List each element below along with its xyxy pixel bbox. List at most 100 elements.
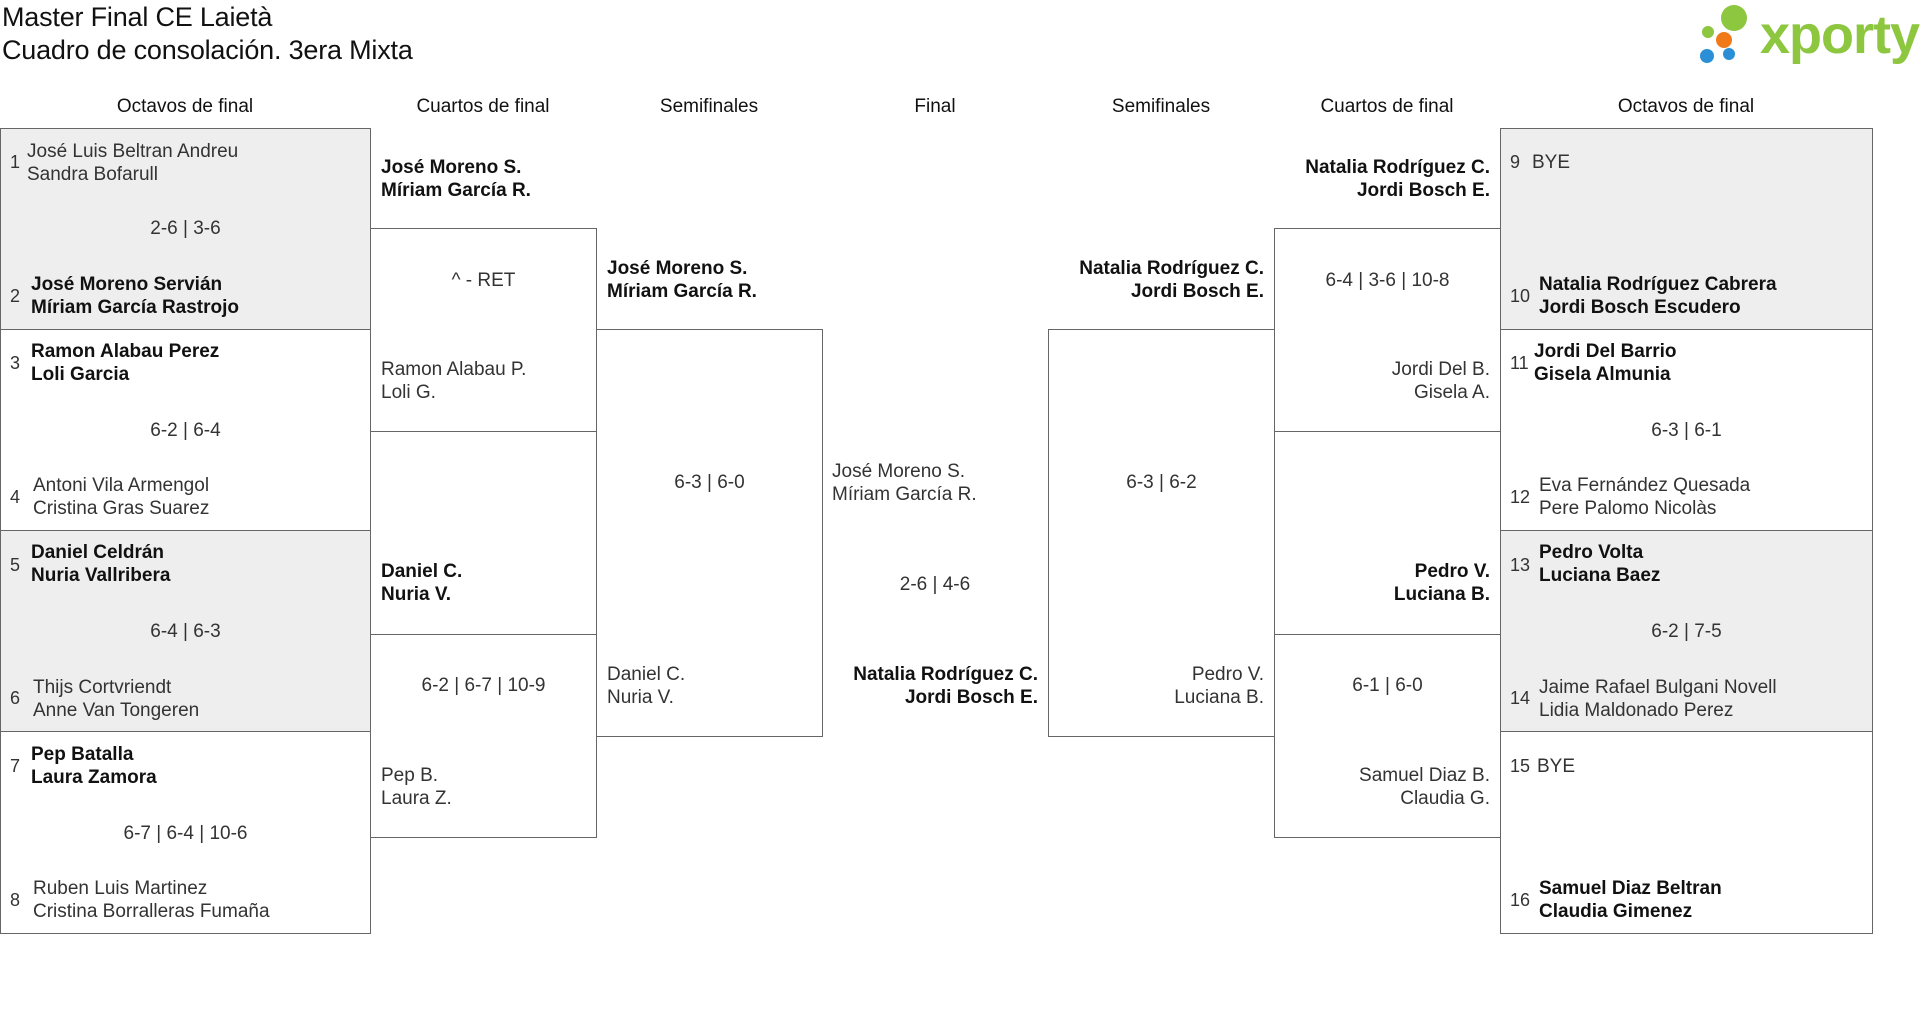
player-name: Luciana B.: [1174, 687, 1264, 708]
player-name: Cristina Gras Suarez: [33, 498, 210, 519]
team-entry[interactable]: Jordi Del B. Gisela A.: [1392, 358, 1490, 404]
header-left-qf: Cuartos de final: [416, 96, 550, 117]
team-entry[interactable]: José Moreno S. Míriam García R.: [832, 460, 977, 506]
team-entry[interactable]: Jaime Rafael Bulgani Novell Lidia Maldon…: [1539, 676, 1777, 722]
match-score: 2-6 | 3-6: [150, 218, 221, 239]
page-title: Master Final CE Laietà: [2, 2, 273, 32]
player-name: Jordi Bosch E.: [1130, 281, 1264, 302]
team-entry-winner[interactable]: Daniel Celdrán Nuria Vallribera: [31, 541, 170, 587]
team-entry[interactable]: Samuel Diaz B. Claudia G.: [1359, 764, 1490, 810]
team-entry[interactable]: Pedro V. Luciana B.: [1174, 663, 1264, 709]
header-left-r16: Octavos de final: [116, 96, 254, 117]
team-entry[interactable]: Eva Fernández Quesada Pere Palomo Nicolà…: [1539, 474, 1750, 520]
player-name: Loli G.: [381, 382, 436, 403]
seed-number: 9: [1510, 152, 1521, 172]
team-entry-winner[interactable]: José Moreno S. Míriam García R.: [607, 257, 757, 303]
team-entry-winner[interactable]: Natalia Rodríguez C. Jordi Bosch E.: [853, 663, 1038, 709]
page-subtitle: Cuadro de consolación. 3era Mixta: [2, 35, 413, 65]
team-entry-winner[interactable]: Natalia Rodríguez C. Jordi Bosch E.: [1305, 156, 1490, 202]
seed-number: 1: [10, 152, 21, 172]
player-name: Ruben Luis Martinez: [33, 878, 208, 899]
player-name: José Moreno Servián: [31, 274, 223, 295]
sf-left-match: [596, 329, 823, 737]
seed-number: 3: [10, 353, 21, 373]
seed-number: 6: [10, 688, 21, 708]
player-name: Laura Zamora: [31, 767, 157, 788]
team-entry-winner[interactable]: Ramon Alabau Perez Loli Garcia: [31, 340, 219, 386]
player-name: Pedro V.: [1191, 664, 1264, 685]
player-name: Pere Palomo Nicolàs: [1539, 498, 1717, 519]
match-score: 6-4 | 3-6 | 10-8: [1325, 270, 1450, 291]
team-entry-bye: BYE: [1532, 151, 1570, 174]
player-name: Pep Batalla: [31, 744, 134, 765]
team-entry-winner[interactable]: Daniel C. Nuria V.: [381, 560, 462, 606]
player-name: Míriam García R.: [832, 484, 977, 505]
seed-number: 5: [10, 555, 21, 575]
player-name: Jaime Rafael Bulgani Novell: [1539, 677, 1777, 698]
team-entry-winner[interactable]: Pedro V. Luciana B.: [1394, 560, 1490, 606]
player-name: Cristina Borralleras Fumaña: [33, 901, 270, 922]
player-name: Jordi Del B.: [1391, 359, 1490, 380]
seed-number: 10: [1510, 286, 1531, 306]
match-score: 6-3 | 6-2: [1126, 472, 1197, 493]
match-score: ^ - RET: [451, 270, 516, 291]
seed-number: 11: [1510, 353, 1529, 373]
player-name: José Moreno S.: [381, 157, 522, 178]
player-name: Natalia Rodríguez Cabrera: [1539, 274, 1777, 295]
seed-number: 16: [1510, 890, 1531, 910]
team-entry[interactable]: Daniel C. Nuria V.: [607, 663, 685, 709]
player-name: BYE: [1537, 756, 1576, 777]
sf-right-match: [1048, 329, 1275, 737]
team-entry-winner[interactable]: Natalia Rodríguez C. Jordi Bosch E.: [1079, 257, 1264, 303]
team-entry[interactable]: Antoni Vila Armengol Cristina Gras Suare…: [33, 474, 209, 520]
team-entry-bye: BYE: [1537, 755, 1575, 778]
team-entry[interactable]: Ramon Alabau P. Loli G.: [381, 358, 526, 404]
seed-number: 7: [10, 756, 21, 776]
match-score: 6-7 | 6-4 | 10-6: [123, 823, 248, 844]
match-score: 6-2 | 6-7 | 10-9: [421, 675, 546, 696]
player-name: Daniel C.: [381, 561, 463, 582]
team-entry-winner[interactable]: Natalia Rodríguez Cabrera Jordi Bosch Es…: [1539, 273, 1777, 319]
player-name: Míriam García R.: [607, 281, 757, 302]
player-name: Laura Z.: [381, 788, 452, 809]
match-score: 6-2 | 6-4: [150, 420, 221, 441]
match-score: 6-1 | 6-0: [1352, 675, 1423, 696]
team-entry-winner[interactable]: José Moreno S. Míriam García R.: [381, 156, 531, 202]
player-name: Pep B.: [381, 765, 439, 786]
seed-number: 12: [1510, 487, 1531, 507]
header-right-qf: Cuartos de final: [1320, 96, 1454, 117]
player-name: Claudia G.: [1400, 788, 1490, 809]
player-name: Gisela Almunia: [1534, 364, 1671, 385]
player-name: Jordi Bosch Escudero: [1539, 297, 1741, 318]
match-score: 6-4 | 6-3: [150, 621, 221, 642]
seed-number: 2: [10, 286, 21, 306]
player-name: Natalia Rodríguez C.: [1305, 157, 1490, 178]
team-entry-winner[interactable]: Pedro Volta Luciana Baez: [1539, 541, 1660, 587]
team-entry[interactable]: Pep B. Laura Z.: [381, 764, 452, 810]
team-entry-winner[interactable]: Jordi Del Barrio Gisela Almunia: [1534, 340, 1677, 386]
team-entry[interactable]: Thijs Cortvriendt Anne Van Tongeren: [33, 676, 199, 722]
player-name: José Luis Beltran Andreu: [27, 141, 239, 162]
xporty-logo[interactable]: xporty: [1698, 4, 1920, 70]
player-name: Samuel Diaz Beltran: [1539, 878, 1722, 899]
match-score: 6-3 | 6-0: [674, 472, 745, 493]
player-name: Luciana Baez: [1539, 565, 1661, 586]
seed-number: 4: [10, 487, 21, 507]
player-name: Thijs Cortvriendt: [33, 677, 172, 698]
player-name: Natalia Rodríguez C.: [1079, 258, 1264, 279]
team-entry-winner[interactable]: Samuel Diaz Beltran Claudia Gimenez: [1539, 877, 1722, 923]
player-name: Natalia Rodríguez C.: [853, 664, 1038, 685]
seed-number: 8: [10, 890, 21, 910]
player-name: Nuria V.: [381, 584, 452, 605]
team-entry-winner[interactable]: Pep Batalla Laura Zamora: [31, 743, 157, 789]
player-name: Jordi Del Barrio: [1534, 341, 1677, 362]
team-entry[interactable]: Ruben Luis Martinez Cristina Borralleras…: [33, 877, 270, 923]
player-name: Jordi Bosch E.: [904, 687, 1038, 708]
player-name: BYE: [1532, 152, 1571, 173]
player-name: Daniel Celdrán: [31, 542, 165, 563]
header-left-sf: Semifinales: [659, 96, 759, 117]
team-entry[interactable]: José Luis Beltran Andreu Sandra Bofarull: [27, 140, 238, 186]
header-right-r16: Octavos de final: [1617, 96, 1755, 117]
team-entry-winner[interactable]: José Moreno Servián Míriam García Rastro…: [31, 273, 239, 319]
player-name: Jordi Bosch E.: [1356, 180, 1490, 201]
